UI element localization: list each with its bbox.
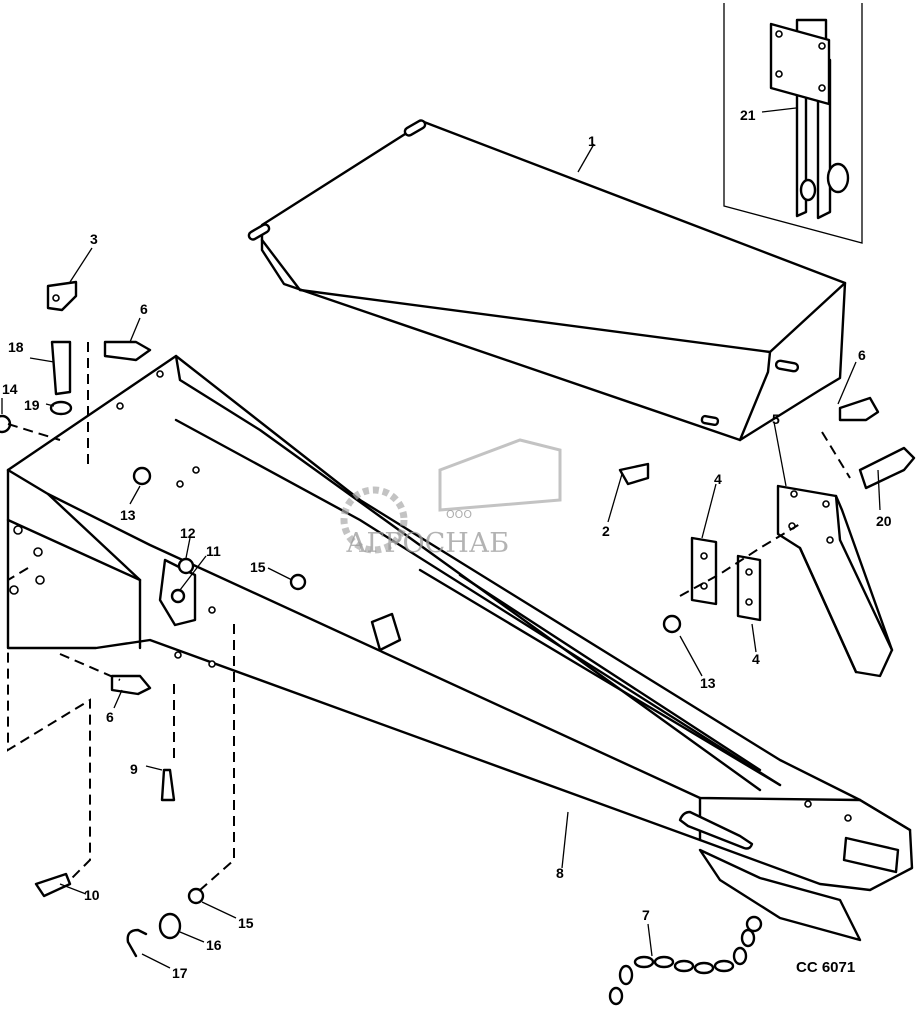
- callout-14: 14: [2, 381, 18, 397]
- callout-11: 11: [206, 543, 221, 559]
- callout-17: 17: [172, 965, 188, 981]
- part-21-bracket: [769, 18, 850, 220]
- callout-1: 1: [588, 133, 596, 149]
- leader-lines: [1, 107, 881, 969]
- callouts: 1 2 3 4 4 5 6 6 6 7 8 9 10 11 12 13 13 1…: [2, 107, 892, 981]
- callout-2: 2: [602, 523, 610, 539]
- watermark: ООО АГРОСНАБ: [340, 438, 562, 559]
- drawing-code: CC 6071: [796, 959, 855, 976]
- part-1-cover: [247, 119, 847, 442]
- callout-3: 3: [90, 231, 98, 247]
- callout-10: 10: [84, 887, 100, 903]
- callout-15-upper: 15: [250, 559, 266, 575]
- callout-8: 8: [556, 865, 564, 881]
- callout-19: 19: [24, 397, 40, 413]
- detail-inset: [723, 3, 863, 244]
- part-8-drawbar: [6, 354, 914, 942]
- callout-18: 18: [8, 339, 24, 355]
- callout-4-upper: 4: [714, 471, 722, 487]
- callout-6-right: 6: [858, 347, 866, 363]
- callout-4-lower: 4: [752, 651, 760, 667]
- callout-15-lower: 15: [238, 915, 254, 931]
- watermark-brand: АГРОСНАБ: [346, 528, 509, 559]
- callout-16: 16: [206, 937, 222, 953]
- callout-20: 20: [876, 513, 892, 529]
- callout-13-right: 13: [700, 675, 716, 691]
- watermark-small: ООО: [446, 508, 472, 521]
- callout-6-lower: 6: [106, 709, 114, 725]
- hardware: [0, 280, 916, 958]
- callout-21: 21: [740, 107, 756, 123]
- callout-13-left: 13: [120, 507, 136, 523]
- part-4-spacers: [690, 536, 762, 622]
- callout-12: 12: [180, 525, 196, 541]
- callout-6-upper: 6: [140, 301, 148, 317]
- callout-9: 9: [130, 761, 138, 777]
- dashed-guides: [7, 342, 851, 891]
- callout-7: 7: [642, 907, 650, 923]
- part-5-bracket: [776, 484, 894, 678]
- part-7-chain: [608, 915, 763, 1006]
- callout-5: 5: [772, 411, 780, 427]
